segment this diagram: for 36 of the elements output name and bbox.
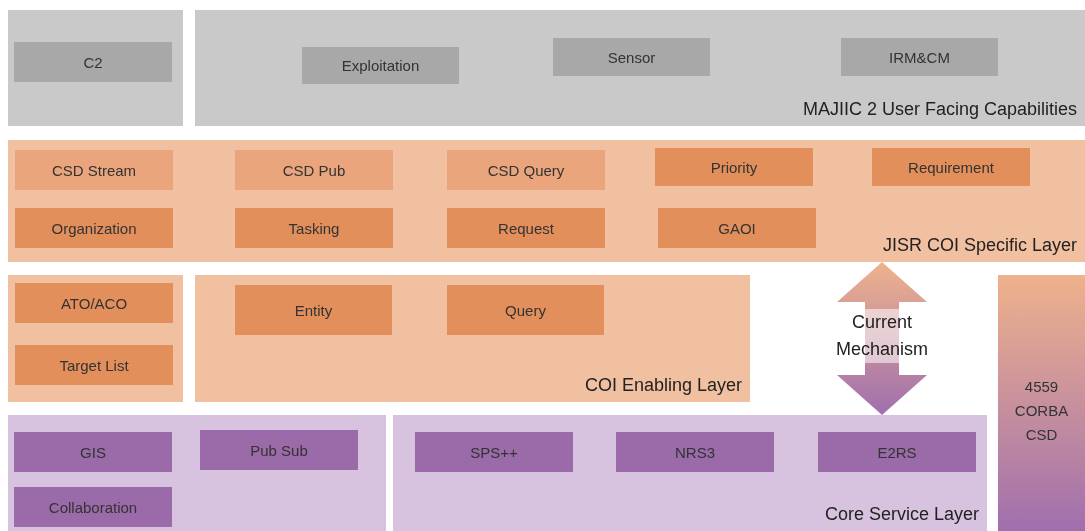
layer-title: MAJIIC 2 User Facing Capabilities xyxy=(802,99,1077,120)
component-box: GIS xyxy=(14,432,172,472)
component-box: GAOI xyxy=(658,208,816,248)
layer-panel xyxy=(8,415,386,531)
component-box: Collaboration xyxy=(14,487,172,527)
component-box: Organization xyxy=(15,208,173,248)
component-box: Priority xyxy=(655,148,813,186)
layer-title: JISR COI Specific Layer xyxy=(882,235,1077,256)
component-box: CSD Query xyxy=(447,150,605,190)
component-box: CSD Stream xyxy=(15,150,173,190)
component-box: C2 xyxy=(14,42,172,82)
layer-panel xyxy=(393,415,987,531)
component-box: ATO/ACO xyxy=(15,283,173,323)
component-box: Request xyxy=(447,208,605,248)
layer-title: Core Service Layer xyxy=(824,504,979,525)
component-box: Entity xyxy=(235,285,392,335)
double-arrow xyxy=(837,262,927,415)
layer-panel xyxy=(8,275,183,402)
layer-panel xyxy=(195,10,1085,126)
component-box: Pub Sub xyxy=(200,430,358,470)
component-box: Requirement xyxy=(872,148,1030,186)
component-box: E2RS xyxy=(818,432,976,472)
component-box: Exploitation xyxy=(302,47,459,84)
layer-panel xyxy=(8,10,183,126)
layer-panel xyxy=(8,140,1085,262)
layer-panel xyxy=(195,275,750,402)
protocol-bar: 4559 CORBA CSD xyxy=(998,275,1085,531)
component-box: SPS++ xyxy=(415,432,573,472)
layer-title: COI Enabling Layer xyxy=(584,375,742,396)
component-box: NRS3 xyxy=(616,432,774,472)
component-box: Sensor xyxy=(553,38,710,76)
component-box: IRM&CM xyxy=(841,38,998,76)
component-box: Target List xyxy=(15,345,173,385)
component-box: Query xyxy=(447,285,604,335)
component-box: Tasking xyxy=(235,208,393,248)
component-box: CSD Pub xyxy=(235,150,393,190)
